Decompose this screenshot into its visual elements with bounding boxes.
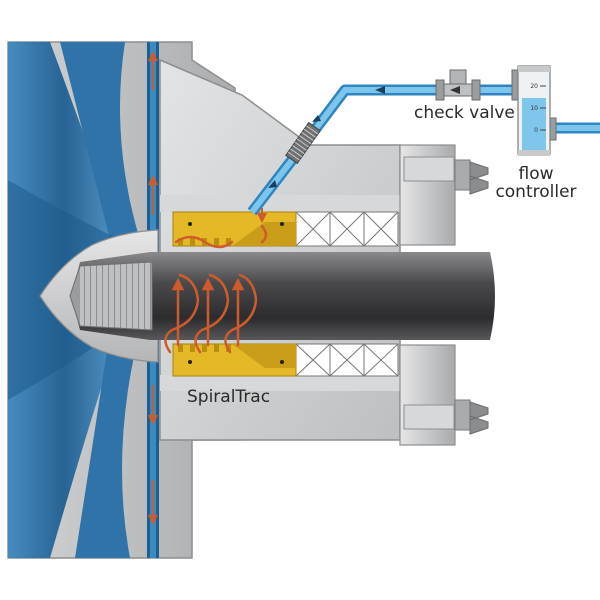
gland-follower bbox=[399, 144, 456, 446]
spiraltrac-label: SpiralTrac bbox=[187, 387, 271, 407]
spiraltrac-bushing-lower bbox=[172, 343, 297, 377]
check-valve-label: check valve bbox=[414, 103, 515, 123]
packing-rings-lower bbox=[295, 343, 399, 377]
gauge-tick-0: 0 bbox=[534, 127, 538, 134]
gland-bolt-lower bbox=[454, 399, 489, 435]
flow-controller-label-line1: flow bbox=[518, 164, 554, 184]
gauge-tick-20: 20 bbox=[530, 83, 538, 90]
strainer bbox=[285, 121, 321, 165]
flow-controller: 20 10 0 bbox=[511, 65, 557, 156]
spiral-flow-arrows bbox=[164, 224, 268, 354]
shaft bbox=[69, 252, 495, 340]
gauge-tick-10: 10 bbox=[530, 105, 538, 112]
gland-bolt-upper bbox=[454, 159, 489, 195]
check-valve bbox=[435, 69, 481, 101]
packing-rings-upper bbox=[295, 211, 399, 247]
spiraltrac-bushing-upper bbox=[172, 211, 297, 247]
flow-controller-label-line2: controller bbox=[495, 182, 577, 202]
flush-line bbox=[247, 84, 600, 223]
stuffing-box bbox=[159, 58, 401, 441]
